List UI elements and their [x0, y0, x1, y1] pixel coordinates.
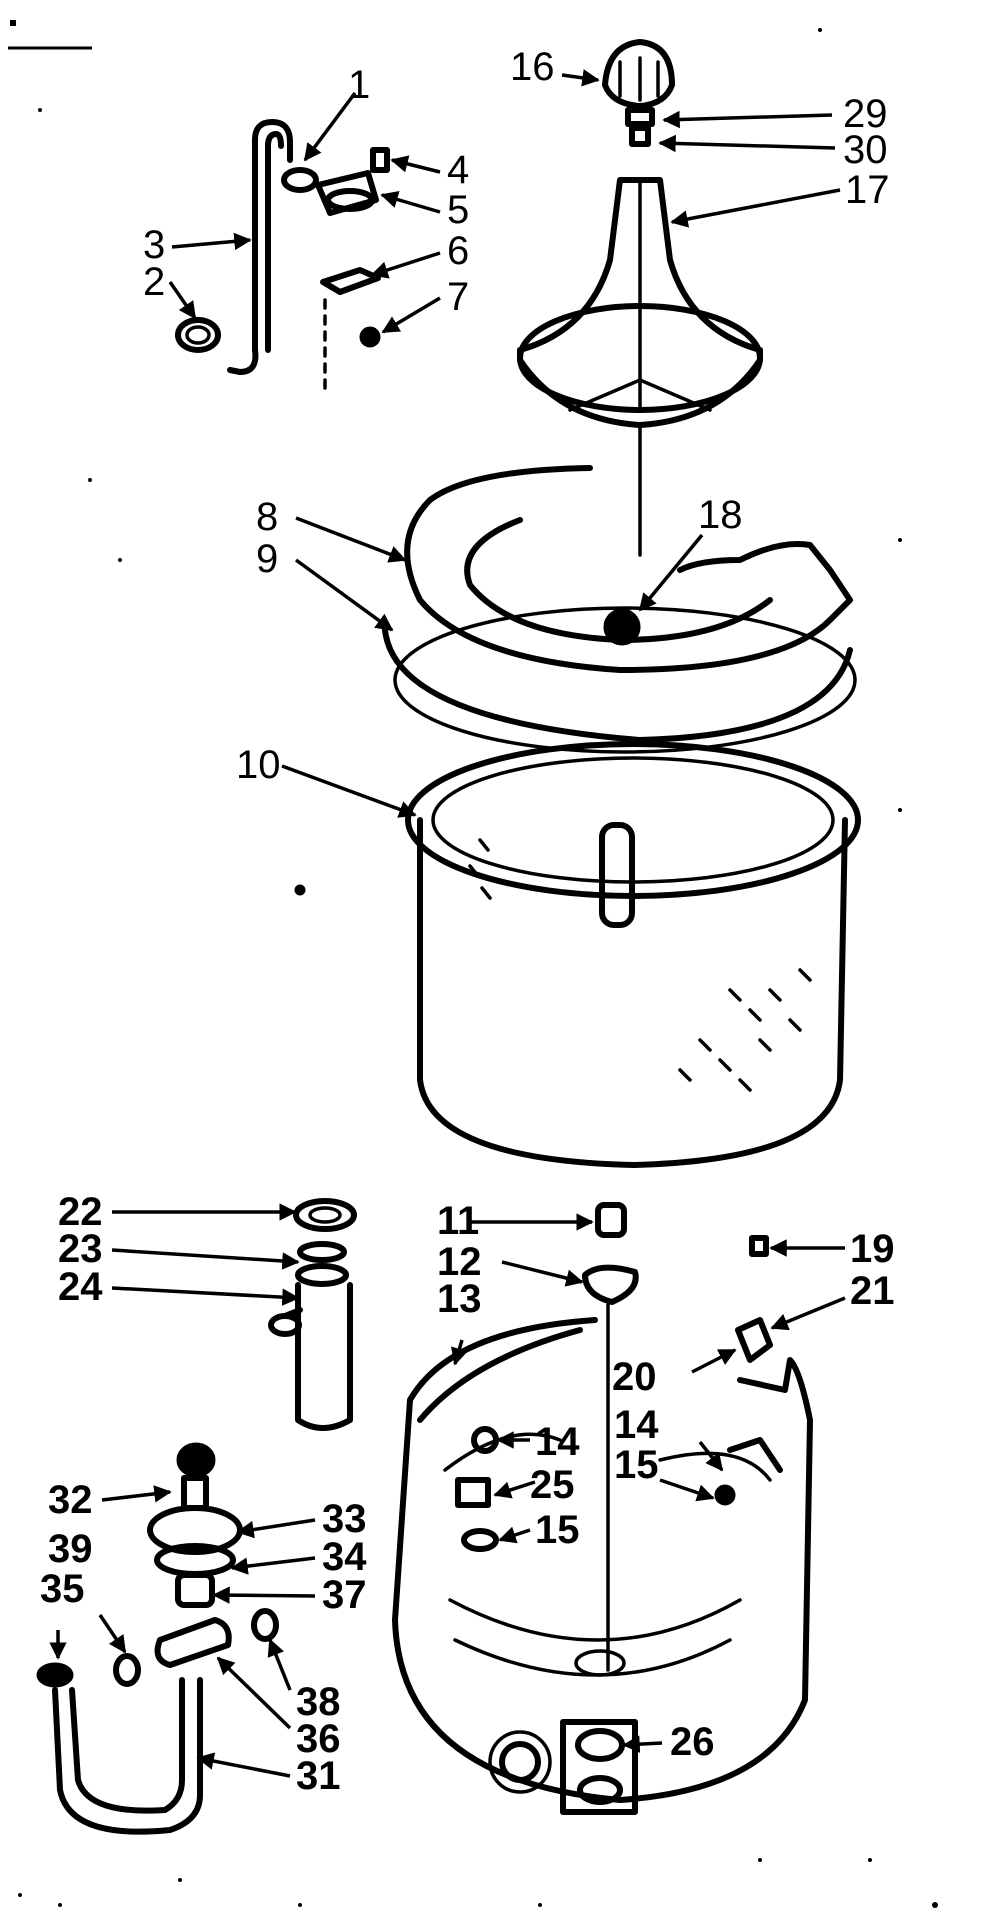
- corner-dot: [10, 20, 16, 26]
- callout-25: 25: [530, 1463, 575, 1507]
- callout-37: 37: [322, 1573, 367, 1617]
- callout-9: 9: [256, 537, 278, 581]
- callout-39: 39: [48, 1527, 93, 1571]
- scan-noise: [18, 28, 938, 1908]
- callout-31: 31: [296, 1754, 341, 1798]
- callout-1: 1: [348, 63, 370, 107]
- callout-36: 36: [296, 1717, 341, 1761]
- tub-cover-assembly: [382, 465, 857, 754]
- callout-15a: 15: [535, 1508, 580, 1552]
- callout-15b: 15: [614, 1443, 659, 1487]
- callout-23: 23: [58, 1227, 103, 1271]
- drain-standpipe: [268, 1198, 357, 1431]
- spin-basket: [294, 741, 861, 1168]
- callout-7: 7: [447, 275, 469, 319]
- callout-labels: 1 2 3 4 5 6 7 8 9 10 11 12 13 14 14 15 1…: [40, 45, 895, 1798]
- callout-24: 24: [58, 1265, 103, 1309]
- callout-20: 20: [612, 1355, 657, 1399]
- callout-30: 30: [843, 128, 888, 172]
- callout-32: 32: [48, 1478, 93, 1522]
- callout-22: 22: [58, 1190, 103, 1234]
- callout-5: 5: [447, 188, 469, 232]
- callout-14a: 14: [535, 1420, 580, 1464]
- callout-17: 17: [845, 168, 890, 212]
- callout-11: 11: [437, 1199, 479, 1243]
- callout-18: 18: [698, 493, 743, 537]
- callout-8: 8: [256, 495, 278, 539]
- callout-38: 38: [296, 1680, 341, 1724]
- callout-26: 26: [670, 1720, 715, 1764]
- callout-14b: 14: [614, 1403, 659, 1447]
- fill-hose-assembly: [175, 119, 390, 397]
- leader-lines: [49, 69, 846, 1778]
- callout-12: 12: [437, 1240, 482, 1284]
- outer-tub: [392, 1202, 813, 1815]
- callout-2: 2: [143, 260, 165, 304]
- callout-19: 19: [850, 1227, 895, 1271]
- callout-33: 33: [322, 1497, 367, 1541]
- callout-21: 21: [850, 1269, 895, 1313]
- callout-3: 3: [143, 223, 165, 267]
- callout-4: 4: [447, 148, 469, 192]
- callout-34: 34: [322, 1535, 367, 1579]
- callout-13: 13: [437, 1277, 482, 1321]
- callout-10: 10: [236, 743, 281, 787]
- callout-35: 35: [40, 1567, 85, 1611]
- callout-16: 16: [510, 45, 555, 89]
- callout-29: 29: [843, 92, 888, 136]
- callout-6: 6: [447, 229, 469, 273]
- pump-hose-assembly: [36, 1442, 279, 1835]
- agitator-assembly: [517, 39, 763, 557]
